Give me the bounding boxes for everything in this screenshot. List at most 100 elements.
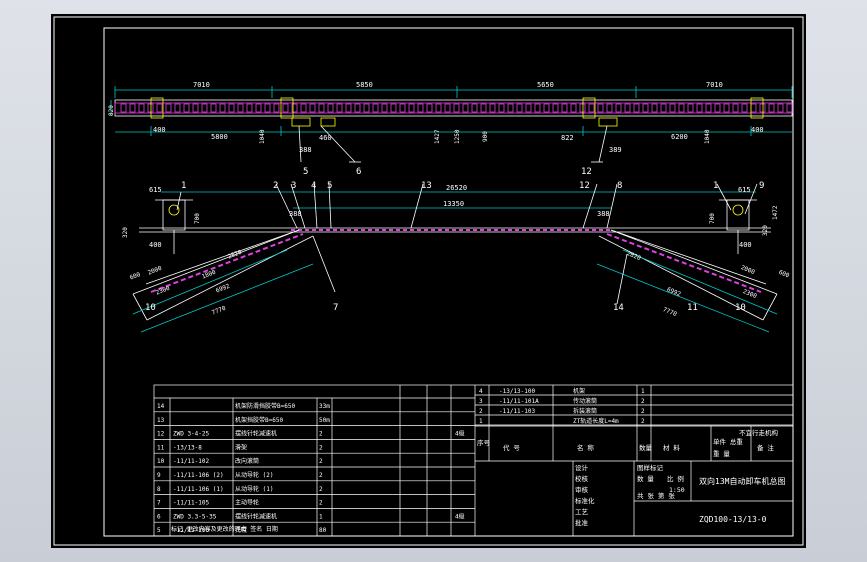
plan-roller — [426, 103, 433, 113]
hdr-wt: 单件 总重 — [713, 437, 743, 446]
note-top: 不宜行走机构 — [739, 428, 779, 437]
parts-right-cell-name: 拆装滚筒 — [573, 407, 597, 415]
plan-roller — [192, 103, 199, 113]
plan-top-dim-3: 5650 — [537, 81, 554, 89]
parts-cell-name: 滑架 — [235, 443, 247, 451]
plan-roller — [498, 103, 505, 113]
parts-cell-qty: 50m — [319, 417, 330, 424]
plan-roller — [138, 103, 145, 113]
parts-cell-no: 9 — [157, 472, 161, 479]
plan-roller — [444, 103, 451, 113]
incline-right-2820: 2820 — [626, 250, 642, 262]
plan-roller — [642, 103, 649, 113]
plan-low-dim-2: 5800 — [211, 133, 228, 141]
plan-roller — [687, 103, 694, 113]
incline-right-600: 600 — [778, 269, 791, 280]
plan-roller — [669, 103, 676, 113]
plan-roller — [723, 103, 730, 113]
plan-roller — [336, 103, 343, 113]
plan-roller — [363, 103, 370, 113]
plan-top-dim-4: 7010 — [706, 81, 723, 89]
plan-height-dim: 820 — [108, 105, 115, 116]
parts-right-cell-no: 3 — [479, 398, 483, 405]
plan-roller — [273, 103, 280, 113]
plan-roller — [435, 103, 442, 113]
balloon-3: 3 — [291, 181, 296, 191]
plan-roller — [786, 103, 793, 113]
right-dim-1472: 1472 — [772, 205, 779, 220]
parts-cell-no: 13 — [157, 417, 165, 424]
plan-roller — [201, 103, 208, 113]
parts-right-cell-name: ZT轨道长度L=4m — [573, 417, 619, 425]
hdr-mat: 材 料 — [663, 443, 680, 452]
incline-left-2820: 2820 — [227, 249, 243, 261]
right-dim-615: 615 — [738, 186, 751, 194]
plan-roller — [480, 103, 487, 113]
parts-right-cell-code: -11/11-103 — [499, 408, 536, 415]
parts-cell-name: 机架挡胶带B=650 — [235, 416, 283, 424]
incline-left-7770: 7770 — [211, 305, 227, 317]
plan-roller — [507, 103, 514, 113]
right-dim-388: 388 — [597, 210, 610, 218]
parts-cell-qty: 2 — [319, 500, 323, 507]
plan-roller — [237, 103, 244, 113]
parts-cell-code: ZWD 3.3-5-35 — [173, 513, 217, 520]
parts-cell-code: -11/11-100 — [173, 527, 210, 534]
plan-roller — [390, 103, 397, 113]
parts-cell-qty: 2 — [319, 431, 323, 438]
balloon-12-side: 12 — [579, 181, 590, 191]
parts-right-cell-name: 机架 — [573, 387, 585, 395]
parts-cell-no: 5 — [157, 527, 161, 534]
plan-top-dim-2: 5850 — [356, 81, 373, 89]
parts-cell-name: 改向滚筒 — [235, 457, 259, 465]
parts-cell-note: 4级 — [455, 430, 465, 438]
drawing-sheet[interactable]: 7010 5850 5650 7010 820 400 5800 1040 38… — [51, 14, 806, 548]
parts-right-cell-code: -11/11-101A — [499, 398, 539, 405]
plan-roller — [525, 103, 532, 113]
parts-cell-qty: 33m — [319, 403, 330, 410]
plan-roller — [291, 103, 298, 113]
hdr-wt2: 重 量 — [713, 450, 730, 458]
plan-top-dim-1: 7010 — [193, 81, 210, 89]
incline-right-2300: 2300 — [742, 288, 758, 300]
plan-roller — [768, 103, 775, 113]
balloon-13: 13 — [421, 181, 432, 191]
tb-label-1: 设计 — [575, 463, 589, 472]
balloon-5-side: 5 — [327, 181, 332, 191]
hdr-qty: 数量 — [639, 443, 653, 452]
incline-right-2000: 2000 — [740, 264, 756, 276]
parts-cell-qty: 2 — [319, 486, 323, 493]
plan-roller — [327, 103, 334, 113]
plan-roller — [345, 103, 352, 113]
balloon-7: 7 — [333, 303, 338, 313]
balloon-10-left: 10 — [145, 303, 156, 313]
plan-roller — [255, 103, 262, 113]
plan-balloons: 5 6 12 — [303, 167, 592, 177]
balloon-11: 11 — [687, 303, 698, 313]
parts-cell-name: 从动导轮 (1) — [235, 485, 273, 493]
plan-roller — [471, 103, 478, 113]
plan-roller — [588, 103, 595, 113]
plan-roller — [489, 103, 496, 113]
balloon-14: 14 — [613, 303, 624, 313]
plan-roller — [534, 103, 541, 113]
plan-roller — [552, 103, 559, 113]
plan-roller — [129, 103, 136, 113]
hdr-no: 序号 — [477, 438, 491, 447]
plan-roller — [453, 103, 460, 113]
parts-cell-no: 6 — [157, 513, 161, 520]
plan-roller — [354, 103, 361, 113]
parts-cell-qty: 80 — [319, 527, 327, 534]
plan-low-dim-3: 1040 — [259, 129, 266, 144]
plan-roller — [606, 103, 613, 113]
plan-roller — [417, 103, 424, 113]
balloon-1-right: 1 — [713, 181, 718, 191]
plan-roller — [246, 103, 253, 113]
parts-header: 序号 代 号 名 称 数量 材 料 单件 总重 重 量 备 注 不宜行走机构 标… — [171, 428, 779, 533]
parts-right-cell-qty: 2 — [641, 398, 645, 405]
plan-roller — [408, 103, 415, 113]
parts-right-cell-qty: 1 — [641, 388, 645, 395]
plan-roller — [228, 103, 235, 113]
plan-roller — [381, 103, 388, 113]
plan-roller — [651, 103, 658, 113]
